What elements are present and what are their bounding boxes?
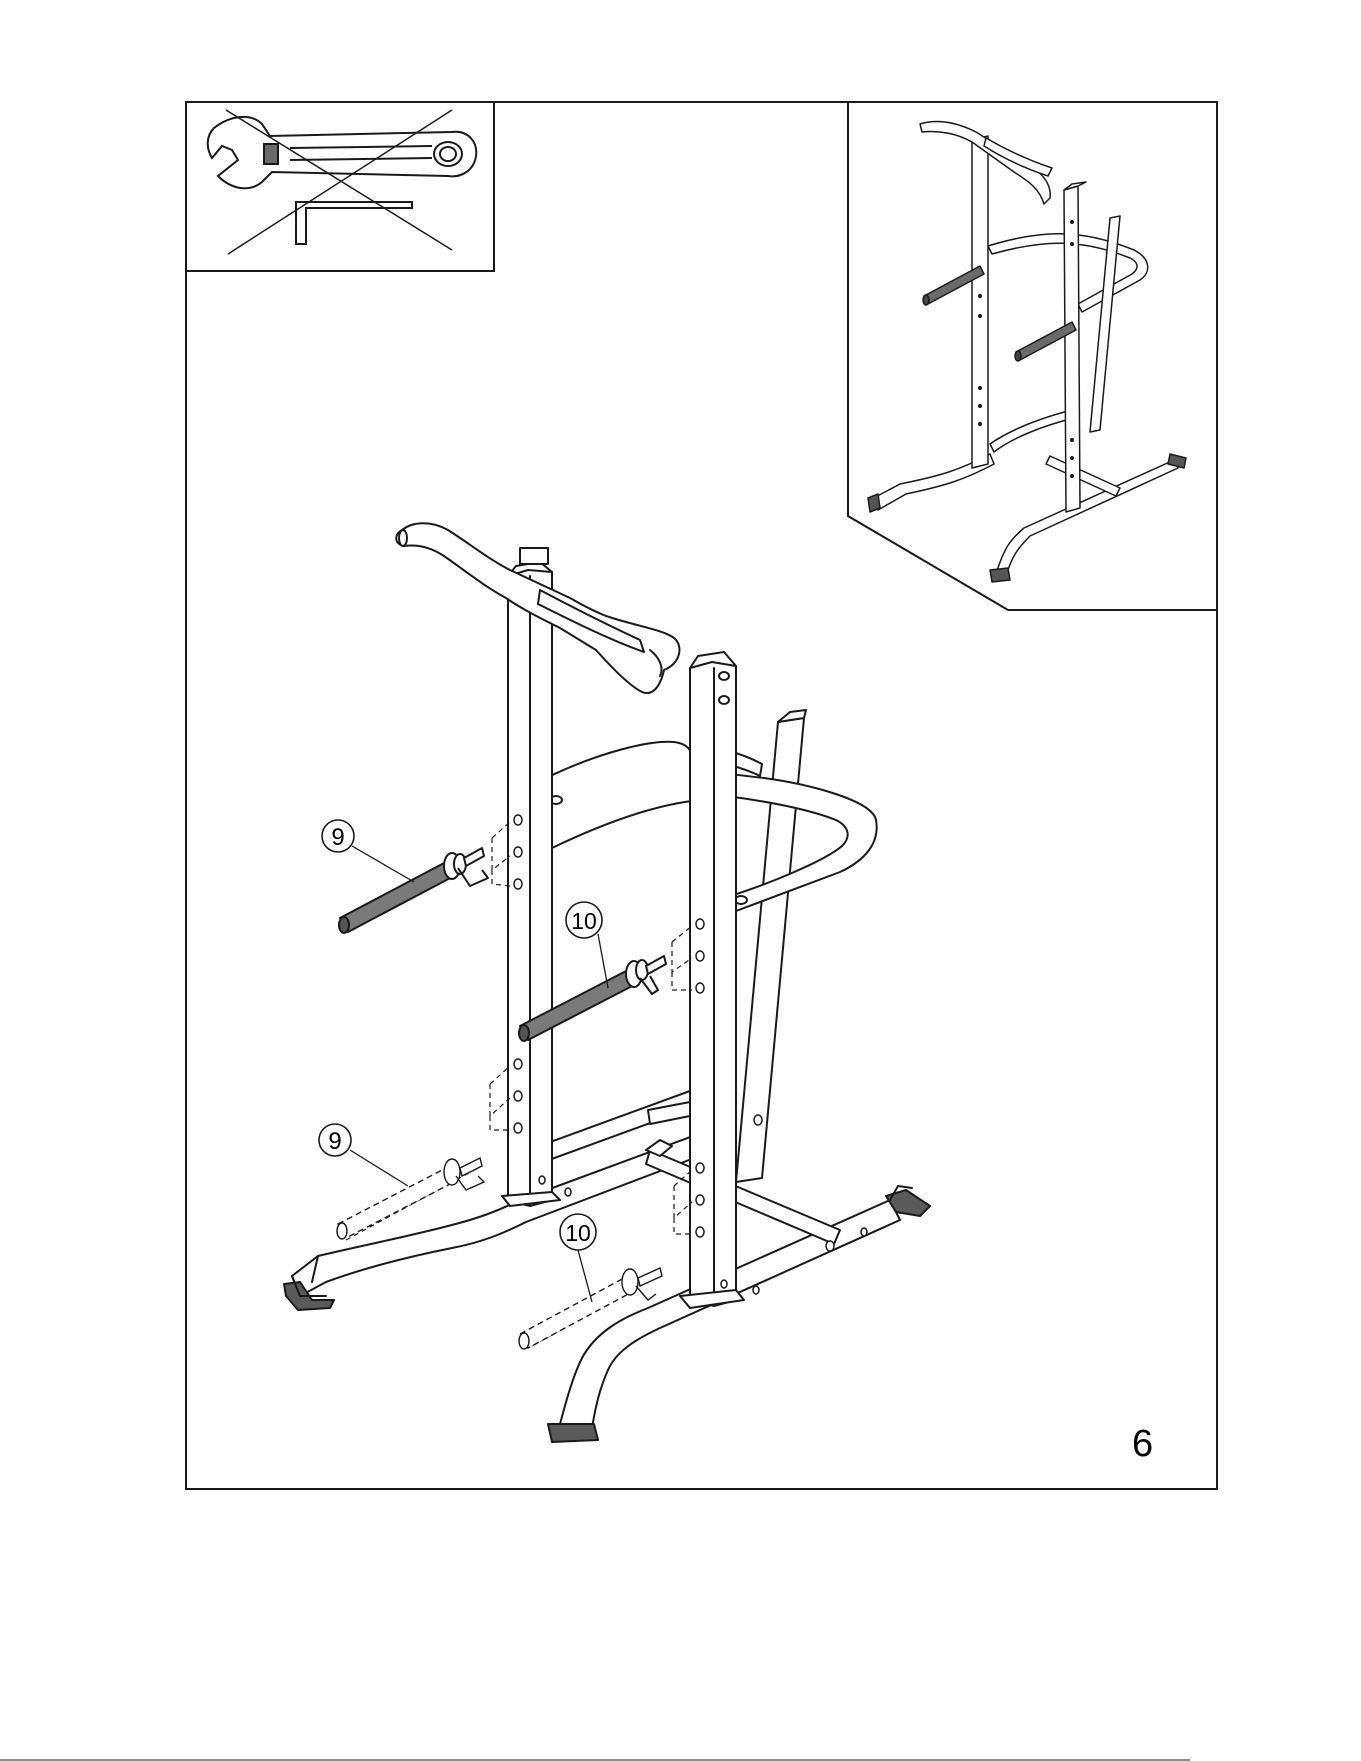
assembled-preview-panel	[848, 102, 1217, 610]
callout-label: 10	[571, 908, 597, 934]
wrench-icon	[208, 117, 477, 188]
installed-weight-pegs	[339, 848, 666, 1041]
callout-9-upper: 9	[322, 820, 354, 852]
upper-left-weight-peg	[339, 848, 488, 933]
preview-frame-drawing	[868, 122, 1186, 582]
step-number: 6	[1132, 1423, 1153, 1465]
callout-label: 9	[328, 1128, 341, 1155]
right-foot-cap-front	[548, 1424, 598, 1442]
callout-10-upper: 10	[566, 902, 602, 938]
callout-10-lower: 10	[560, 1214, 596, 1250]
callout-9-lower: 9	[319, 1124, 351, 1156]
callout-label: 9	[331, 824, 344, 851]
callout-label: 10	[565, 1220, 591, 1246]
allen-key-icon	[296, 202, 412, 244]
tools-panel	[186, 102, 494, 271]
